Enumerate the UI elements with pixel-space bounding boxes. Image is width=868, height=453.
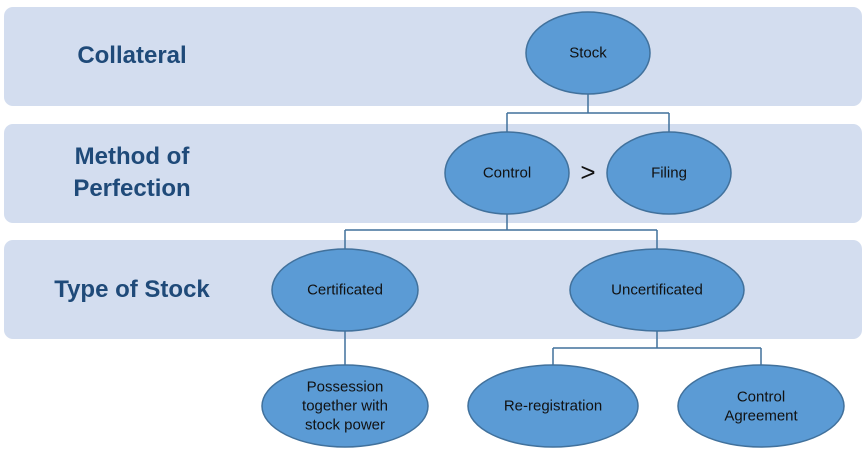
level-label-collateral: Collateral <box>77 42 187 69</box>
node-control-label: Control <box>483 165 531 182</box>
node-certificated <box>271 248 419 332</box>
connector-stock-branch <box>506 94 670 132</box>
level-label-method: Method of Perfection <box>42 141 222 205</box>
node-certificated-label: Certificated <box>307 282 383 299</box>
level-label-method-line2: Perfection <box>73 175 191 202</box>
connector-uncertificated-branch <box>552 330 762 366</box>
level-band-collateral <box>4 7 862 106</box>
node-filing-label: Filing <box>651 165 687 182</box>
node-reregistration <box>467 364 639 448</box>
node-control-agreement <box>677 364 845 448</box>
level-label-method-line1: Method of <box>74 143 190 170</box>
node-stock <box>525 11 651 95</box>
node-reregistration-label: Re-registration <box>504 398 602 415</box>
node-uncertificated-label: Uncertificated <box>611 282 703 299</box>
node-uncertificated <box>569 248 745 332</box>
greater-than-symbol: > <box>580 157 595 187</box>
node-control <box>444 131 570 215</box>
node-stock-label: Stock <box>569 45 607 62</box>
node-possession <box>261 364 429 448</box>
level-label-type: Type of Stock <box>54 276 210 303</box>
connector-control-branch <box>344 214 658 249</box>
node-control-agreement-label-line1: Control <box>737 389 785 406</box>
node-possession-label-line1: Possession <box>307 379 384 396</box>
node-filing <box>606 131 732 215</box>
node-possession-label-line3: stock power <box>305 417 385 434</box>
node-control-agreement-label-line2: Agreement <box>724 408 798 425</box>
node-possession-label-line2: together with <box>302 398 388 415</box>
